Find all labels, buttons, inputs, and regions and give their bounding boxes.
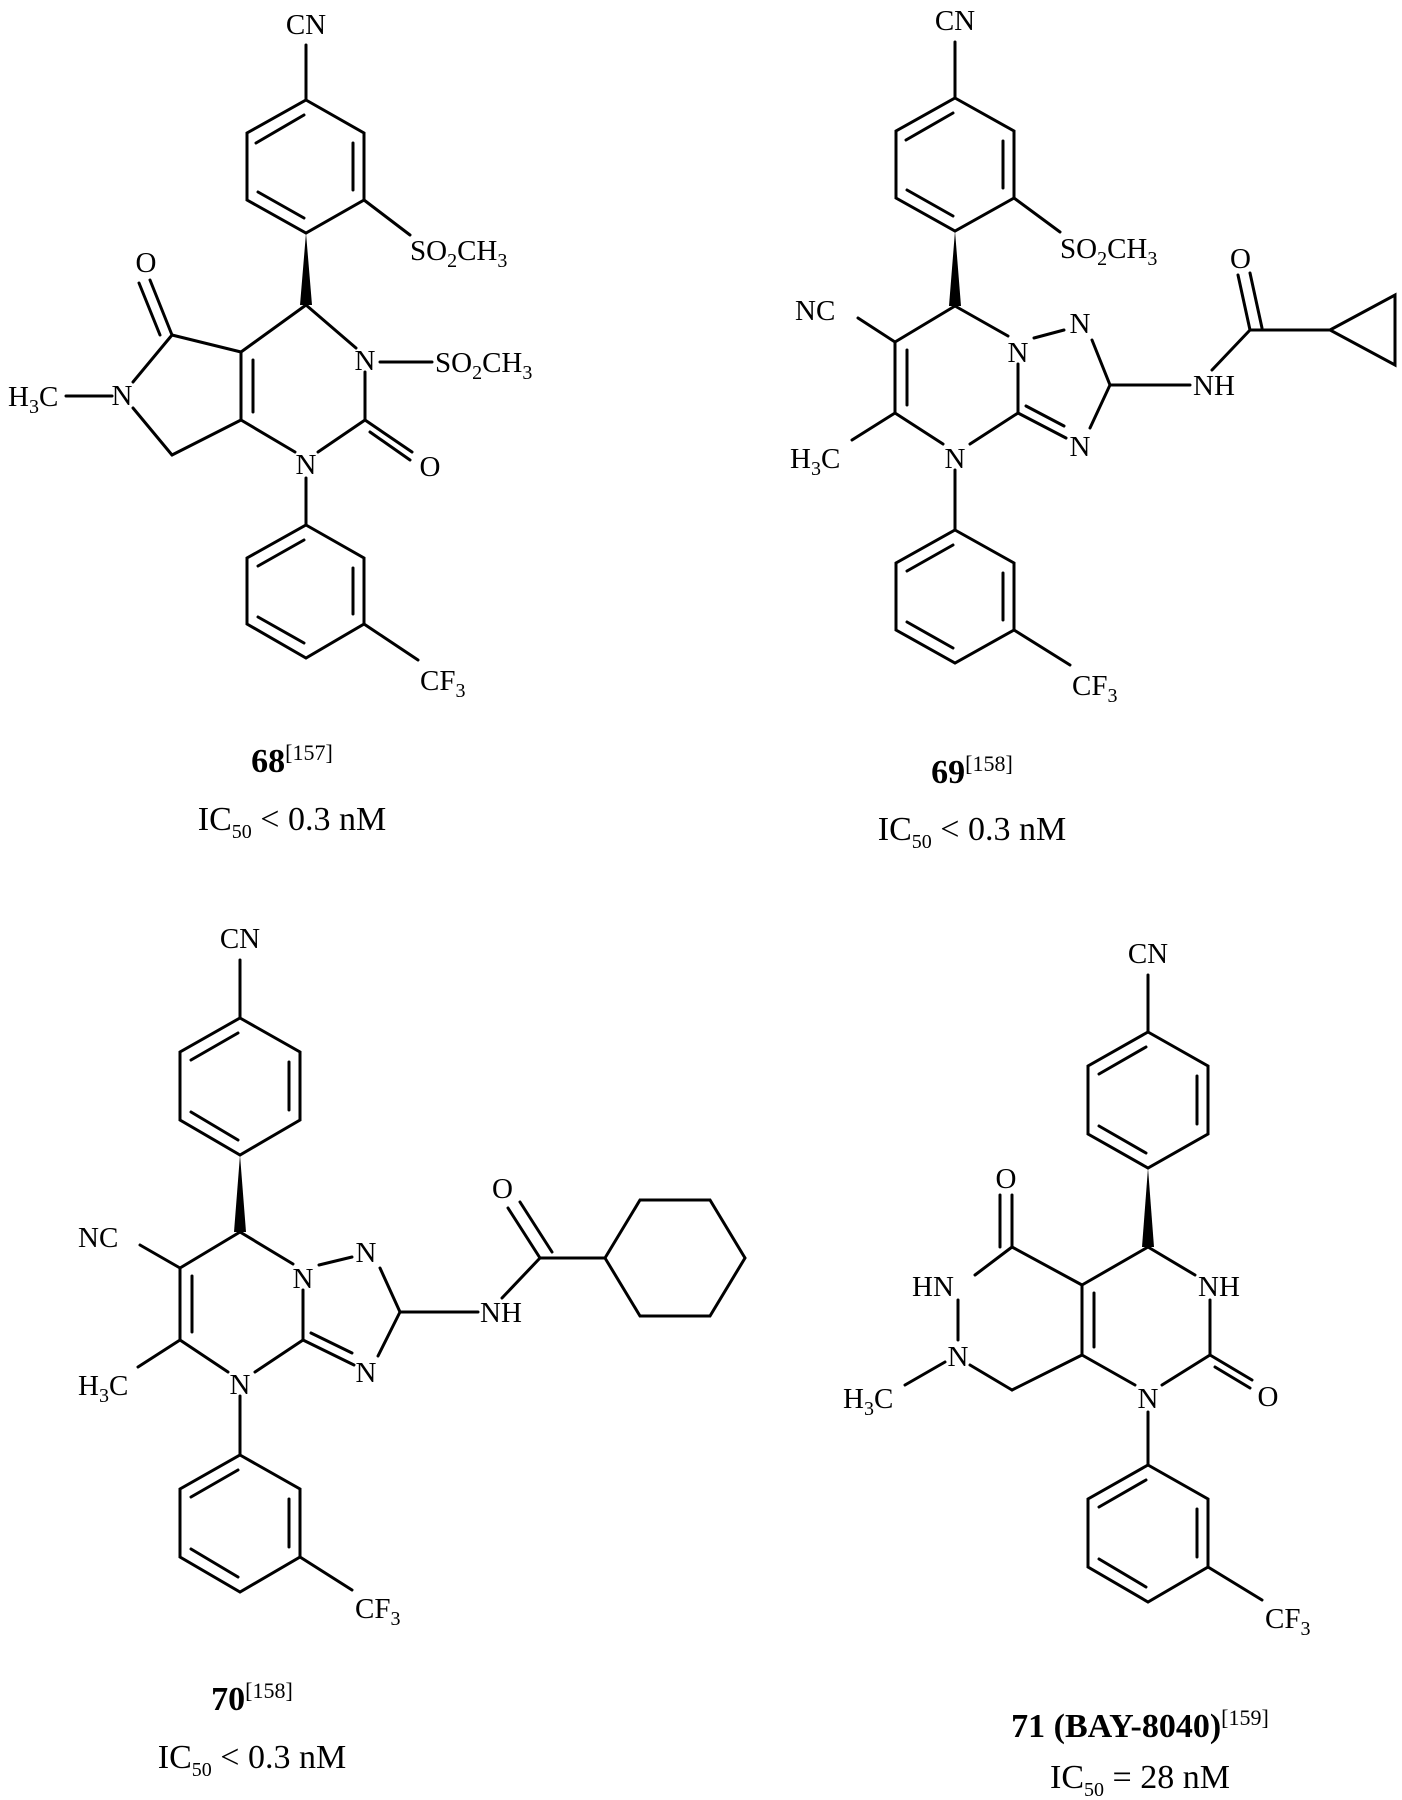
methyl-label: H3C	[843, 1383, 893, 1420]
nh-label: NH	[1193, 370, 1235, 402]
compound-70-caption: 70[158]	[211, 1678, 293, 1718]
nitrogen-label: N	[948, 1341, 969, 1373]
nh-label: NH	[1198, 1271, 1240, 1303]
oxygen-label: O	[996, 1163, 1017, 1195]
compound-71-caption: 71 (BAY-8040)[159]	[1011, 1705, 1269, 1745]
cn-label: CN	[220, 923, 260, 955]
oxygen-label: O	[1258, 1381, 1279, 1413]
nitrogen-label: N	[355, 345, 376, 377]
trifluoromethyl-label: CF3	[1072, 670, 1117, 707]
structure-compound-68: CN O N N N O H3C SO2CH3 SO2CH3 CF3	[8, 9, 532, 702]
hn-label: HN	[912, 1271, 954, 1303]
cn-label: CN	[286, 9, 326, 41]
trifluoromethyl-label: CF3	[420, 665, 465, 702]
cn-label: CN	[1128, 938, 1168, 970]
oxygen-label: O	[1230, 243, 1251, 275]
trifluoromethyl-label: CF3	[355, 1593, 400, 1630]
nh-label: NH	[480, 1297, 522, 1329]
nc-label: NC	[78, 1222, 118, 1254]
nitrogen-label: N	[230, 1369, 251, 1401]
compound-71-ic50: IC50 = 28 nM	[1050, 1759, 1230, 1800]
nitrogen-label: N	[1138, 1383, 1159, 1415]
oxygen-label: O	[420, 451, 441, 483]
nitrogen-label: N	[945, 443, 966, 475]
nitrogen-label: N	[112, 380, 133, 412]
cn-label: CN	[935, 5, 975, 37]
compound-68-ic50: IC50 < 0.3 nM	[198, 801, 386, 843]
sulfonylmethyl-label: SO2CH3	[1060, 233, 1157, 270]
oxygen-label: O	[492, 1173, 513, 1205]
compound-69-caption: 69[158]	[931, 751, 1013, 791]
compound-69-ic50: IC50 < 0.3 nM	[878, 811, 1066, 853]
methyl-label: H3C	[78, 1370, 128, 1407]
structure-compound-70: CN NC N N N N NH O H3C CF3	[78, 923, 747, 1630]
compound-70-ic50: IC50 < 0.3 nM	[158, 1739, 346, 1781]
nitrogen-label: N	[1070, 308, 1091, 340]
sulfonylmethyl-label: SO2CH3	[435, 347, 532, 384]
nitrogen-label: N	[356, 1237, 377, 1269]
oxygen-label: O	[136, 247, 157, 279]
nitrogen-label: N	[1008, 337, 1029, 369]
nitrogen-label: N	[356, 1357, 377, 1389]
compound-68-caption: 68[157]	[251, 740, 333, 780]
trifluoromethyl-label: CF3	[1265, 1603, 1310, 1640]
methyl-label: H3C	[790, 443, 840, 480]
methyl-label: H3C	[8, 381, 58, 418]
nitrogen-label: N	[296, 449, 317, 481]
nitrogen-label: N	[293, 1263, 314, 1295]
structure-compound-69: CN NC N N N N NH O SO2CH3 H3C CF3	[790, 5, 1397, 707]
structure-compound-71: CN O HN NH N N O H3C CF3	[843, 938, 1310, 1640]
sulfonylmethyl-label: SO2CH3	[410, 235, 507, 272]
nitrogen-label: N	[1070, 431, 1091, 463]
nc-label: NC	[795, 295, 835, 327]
